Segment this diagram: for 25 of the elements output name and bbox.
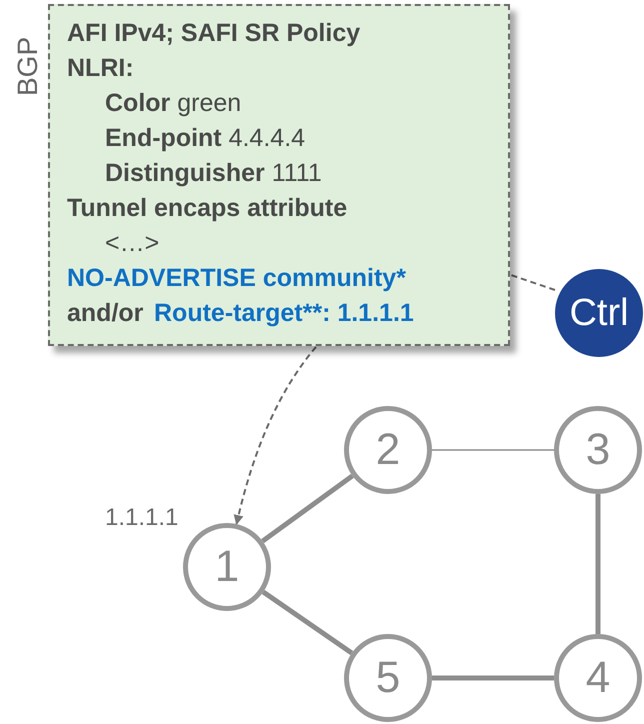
panel-text: and/or: [67, 298, 144, 328]
dashed-line: [510, 274, 556, 291]
router-number: 1: [214, 542, 240, 592]
link-line: [596, 494, 600, 634]
panel-text: Distinguisher 1111: [105, 158, 322, 188]
bgp-heading: BGP: [12, 36, 44, 96]
router-number: 4: [586, 653, 610, 703]
link-line: [432, 449, 554, 451]
controller-label: Ctrl: [569, 292, 629, 334]
router-number: 2: [376, 425, 400, 475]
panel-text: NLRI:: [67, 53, 134, 83]
link-line: [432, 676, 554, 680]
panel-text: Tunnel encaps attribute: [67, 193, 348, 223]
router-number: 3: [586, 425, 610, 475]
link-line: [262, 590, 354, 656]
dashed-arrow: [234, 346, 317, 526]
panel-text: Color green: [105, 88, 242, 118]
panel-text: Route-target**: 1.1.1.1: [154, 298, 414, 328]
router-number: 5: [376, 653, 400, 703]
panel-text: NO-ADVERTISE community*: [67, 263, 406, 293]
panel-text: AFI IPv4; SAFI SR Policy: [67, 18, 360, 48]
link-line: [261, 474, 354, 544]
panel-text: <…>: [105, 228, 160, 258]
panel-text: End-point 4.4.4.4: [105, 123, 306, 153]
ip-address-label: 1.1.1.1: [105, 504, 178, 532]
